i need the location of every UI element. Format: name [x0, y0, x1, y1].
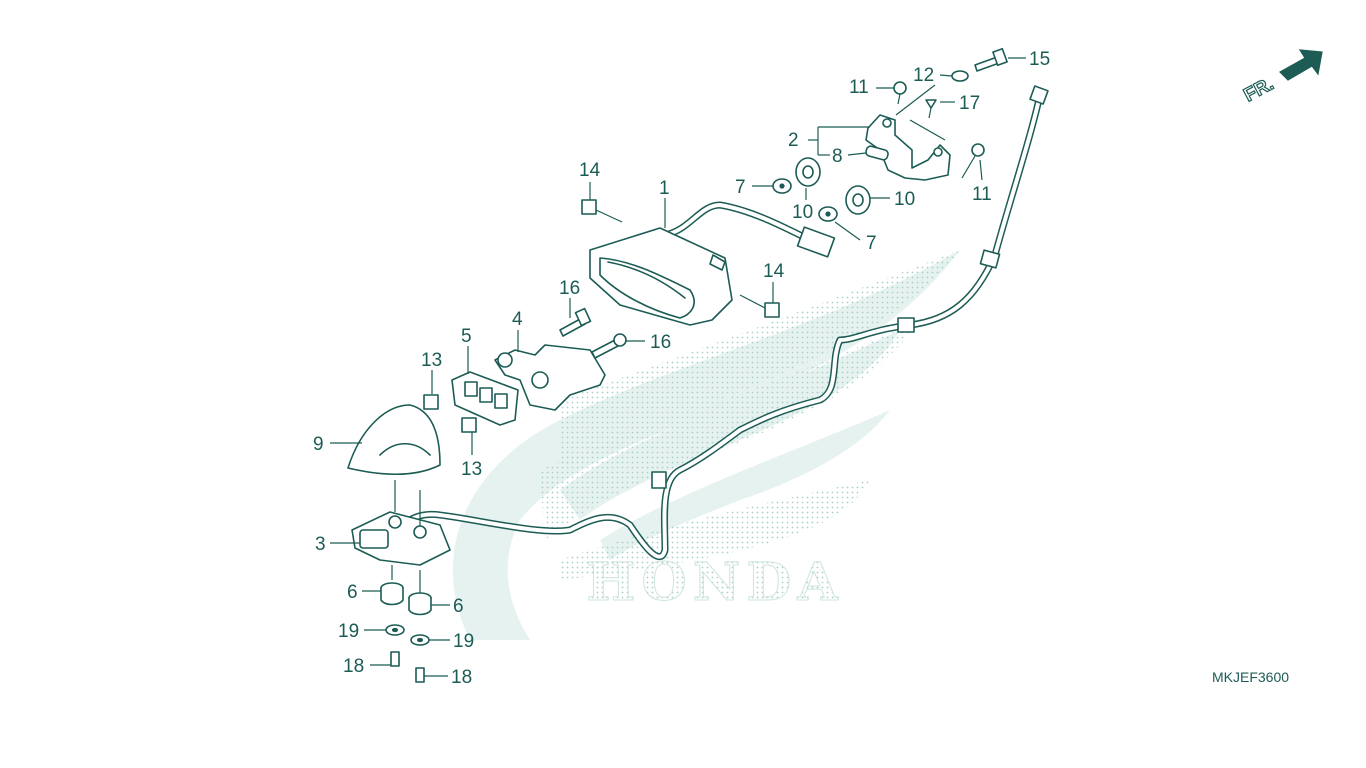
turn-signal-base-3[interactable]: [351, 480, 451, 594]
clip-13-upper[interactable]: [423, 394, 439, 410]
callout-8: 8: [832, 146, 843, 167]
callout-19-right: 19: [453, 631, 474, 652]
grommet-10-lower[interactable]: [845, 185, 871, 215]
license-light-5[interactable]: [451, 371, 519, 426]
bolt-16-upper[interactable]: [559, 307, 592, 337]
honda-watermark-text: HONDA: [586, 552, 843, 613]
callout-13-upper: 13: [421, 350, 442, 371]
callout-3: 3: [315, 534, 326, 555]
callout-16-upper: 16: [559, 278, 580, 299]
callout-19-left: 19: [338, 621, 359, 642]
callout-7-lower: 7: [866, 233, 877, 254]
callout-14-upper: 14: [579, 160, 601, 181]
callout-10-upper: 10: [792, 202, 813, 223]
callout-18-right: 18: [451, 667, 472, 688]
screw-18-left[interactable]: [390, 651, 400, 667]
diagram-code: MKJEF3600: [1212, 669, 1289, 685]
screw-18-right[interactable]: [415, 667, 425, 683]
callout-6-left: 6: [347, 582, 358, 603]
tail-light-assembly[interactable]: [589, 226, 836, 326]
spacer-8[interactable]: [865, 145, 889, 161]
rubber-6-right[interactable]: [408, 592, 432, 616]
callout-15: 15: [1029, 49, 1050, 70]
front-arrow-label: FR.: [1240, 74, 1277, 107]
cover-9[interactable]: [347, 404, 441, 475]
callout-11-lower: 11: [972, 184, 992, 205]
license-bracket-4[interactable]: [494, 344, 606, 411]
honda-wing-watermark: [452, 250, 960, 640]
grommet-10-upper[interactable]: [795, 157, 821, 187]
bolt-16-lower[interactable]: [591, 333, 627, 359]
callout-7-upper: 7: [735, 177, 746, 198]
callout-18-left: 18: [343, 656, 364, 677]
callout-16-lower: 16: [650, 332, 671, 353]
callout-9: 9: [313, 434, 324, 455]
callout-14-lower: 14: [763, 261, 785, 282]
screw-11-lower[interactable]: [961, 143, 985, 179]
screw-17[interactable]: [925, 99, 937, 119]
screw-11-upper[interactable]: [893, 81, 907, 105]
callout-12: 12: [913, 65, 934, 86]
callout-5: 5: [461, 326, 472, 347]
callout-4: 4: [512, 309, 523, 330]
clip-14-lower[interactable]: [764, 302, 780, 318]
wiring-harness: [396, 85, 1049, 561]
callout-2: 2: [788, 130, 799, 151]
callouts: 1 2 3 4 5 6 6 7 7 8 9 10 10 11 11 12 13 …: [313, 49, 1050, 688]
clip-14-upper[interactable]: [581, 199, 597, 215]
bolt-15[interactable]: [974, 47, 1008, 72]
rubber-6-left[interactable]: [380, 582, 404, 606]
callout-13-lower: 13: [461, 459, 482, 480]
leader-lines: [330, 57, 1026, 677]
washer-19-right[interactable]: [410, 634, 430, 646]
callout-11-upper: 11: [849, 77, 869, 98]
front-arrow: FR.: [1240, 49, 1323, 107]
callout-17: 17: [959, 93, 980, 114]
washer-19-left[interactable]: [385, 624, 405, 636]
collar-7-lower[interactable]: [818, 206, 838, 222]
callout-10-lower: 10: [894, 189, 915, 210]
callout-1: 1: [659, 178, 670, 199]
callout-6-right: 6: [453, 596, 464, 617]
washer-12[interactable]: [951, 70, 969, 82]
collar-7-upper[interactable]: [772, 178, 792, 194]
clip-13-lower[interactable]: [461, 417, 477, 433]
